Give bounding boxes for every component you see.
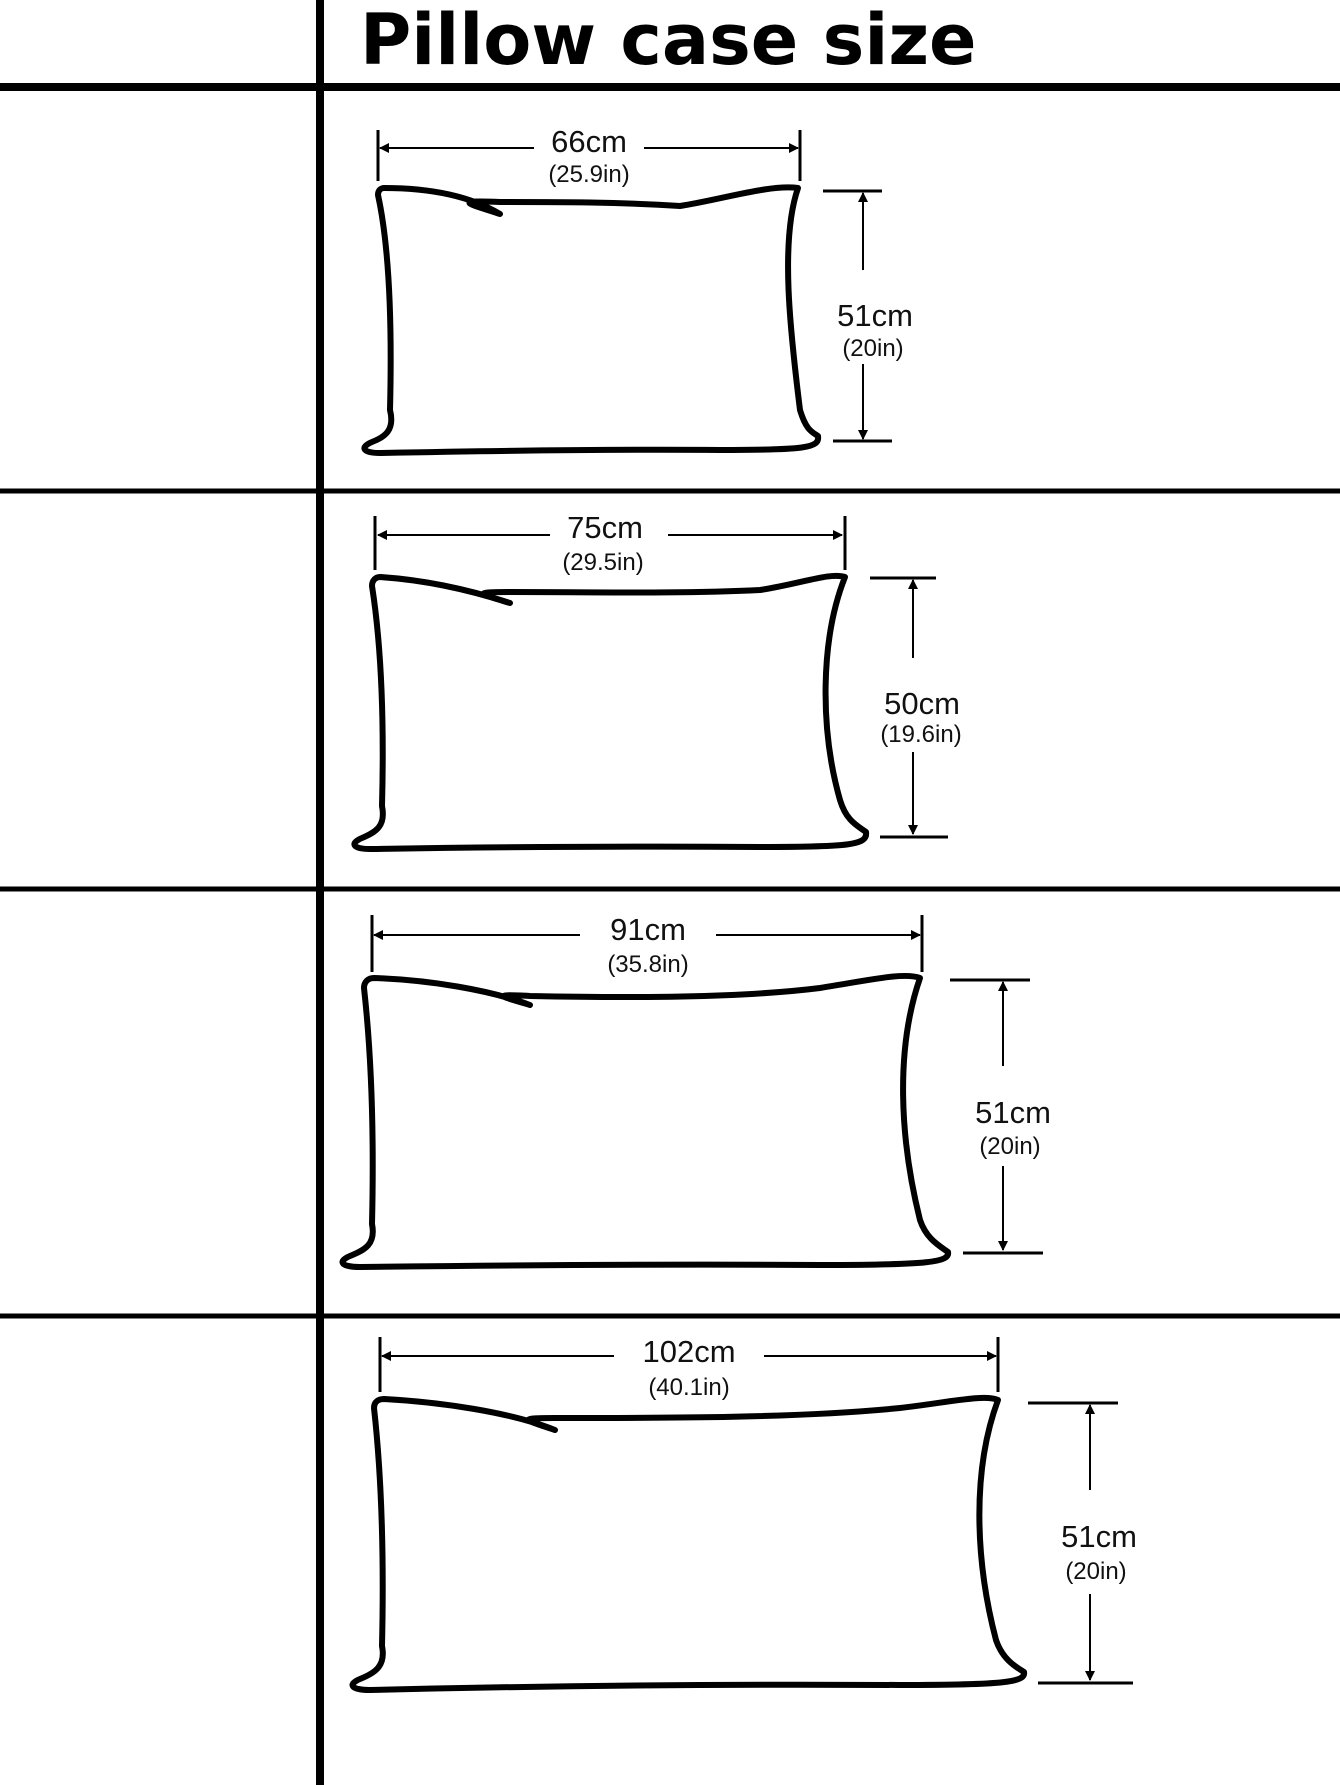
width-in-label: (40.1in) [648,1374,729,1401]
height-in-label: (20in) [979,1133,1040,1160]
pillow-outline [339,972,952,1270]
pillow-size-row-3: 91cm (35.8in) 51cm (20in) [339,912,1051,1270]
pillow-size-row-2: 75cm (29.5in) 50cm (19.6in) [351,510,962,852]
width-cm-label: 91cm [610,912,686,947]
pillow-outline [361,184,822,456]
width-cm-label: 75cm [567,510,643,545]
height-cm-label: 51cm [975,1095,1051,1130]
width-in-label: (25.9in) [548,161,629,188]
pillow-size-row-4: 102cm (40.1in) 51cm (20in) [349,1334,1137,1693]
page-title: Pillow case size [360,0,977,81]
height-in-label: (20in) [842,335,903,362]
width-in-label: (35.8in) [607,951,688,978]
width-cm-label: 66cm [551,124,627,159]
height-in-label: (19.6in) [880,721,961,748]
height-cm-label: 51cm [1061,1519,1137,1554]
width-in-label: (29.5in) [562,549,643,576]
height-cm-label: 51cm [837,298,913,333]
width-cm-label: 102cm [642,1334,735,1369]
pillow-outline [349,1394,1028,1693]
pillow-outline [351,572,870,852]
pillow-size-row-1: 66cm (25.9in) 51cm (20in) [361,124,913,456]
height-cm-label: 50cm [884,686,960,721]
height-in-label: (20in) [1065,1558,1126,1585]
